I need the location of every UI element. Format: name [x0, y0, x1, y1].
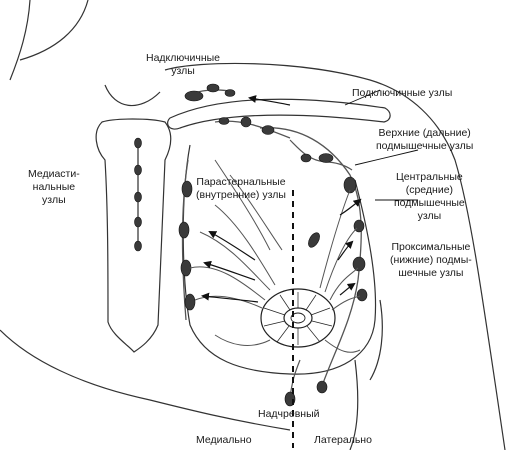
leader-lines — [344, 89, 419, 201]
clavicle — [167, 98, 391, 130]
parasternal-nodes-label: Парастернальные (внутренние) узлы — [196, 176, 286, 201]
parasternal-chain — [178, 159, 196, 321]
mediastinal-nodes-label: Медиасти- нальные узлы — [28, 168, 80, 206]
supraclavicular-nodes-label: Надключичные узлы — [146, 52, 221, 77]
central-axillary-nodes-label: Центральные (средние) подмышечные узлы — [394, 171, 465, 222]
subclavian-nodes-label: Подключичные узлы — [352, 87, 453, 99]
lymph-vessels — [189, 159, 361, 353]
axillary-chain — [259, 125, 368, 394]
sternum — [95, 118, 172, 353]
subclavian-nodes — [214, 116, 291, 139]
supraclavicular-nodes — [184, 83, 236, 102]
body-outline — [0, 0, 506, 451]
proximal-axillary-nodes-label: Проксимальные (нижние) подмы- шечные узл… — [390, 241, 472, 279]
mediastinal-nodes — [134, 137, 142, 252]
upper-axillary-nodes-label: Верхние (дальние) подмышечные узлы — [376, 127, 474, 152]
epigastric-node-label: Надчревный — [258, 408, 320, 420]
lateral-direction-label: Латерально — [314, 434, 372, 446]
medial-direction-label: Медиально — [196, 434, 252, 446]
drainage-arrows — [201, 95, 362, 303]
areola — [260, 288, 336, 348]
